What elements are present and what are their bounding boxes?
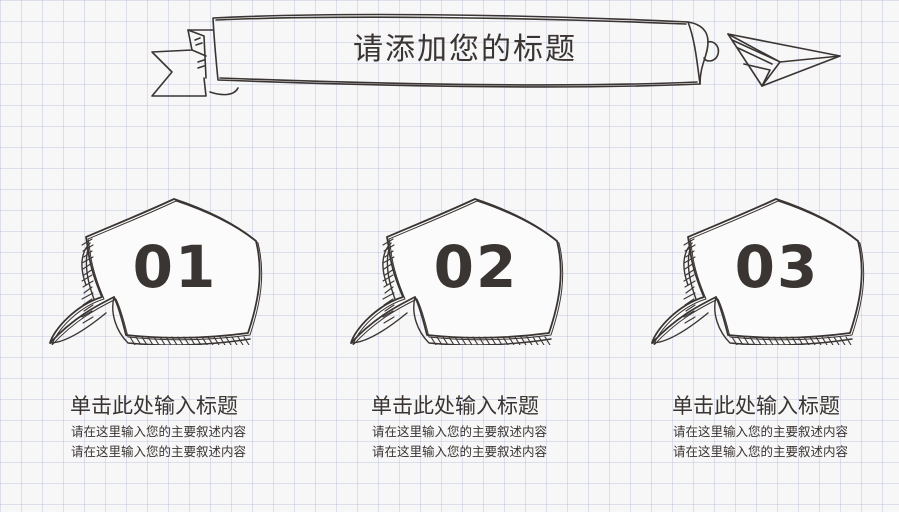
page-title: 请添加您的标题 (353, 32, 577, 67)
card-description-line: 请在这里输入您的主要叙述内容 (372, 424, 548, 439)
card-description-line: 请在这里输入您的主要叙述内容 (673, 444, 849, 459)
speech-bubble-icon (651, 198, 865, 345)
speech-bubble-icon (49, 198, 263, 345)
card-02: 02 单击此处输入标题 请在这里输入您的主要叙述内容 请在这里输入您的主要叙述内… (341, 185, 601, 465)
speech-bubble-icon (350, 198, 564, 345)
card-description-line: 请在这里输入您的主要叙述内容 (71, 424, 247, 439)
title-banner: 请添加您的标题 (0, 0, 899, 110)
card-description-line: 请在这里输入您的主要叙述内容 (673, 424, 849, 439)
card-description-line: 请在这里输入您的主要叙述内容 (372, 444, 548, 459)
card-description-line: 请在这里输入您的主要叙述内容 (71, 444, 247, 459)
card-number: 03 (734, 233, 820, 301)
card-title[interactable]: 单击此处输入标题 (371, 394, 539, 418)
card-number: 02 (433, 233, 519, 301)
card-title[interactable]: 单击此处输入标题 (672, 394, 840, 418)
card-title[interactable]: 单击此处输入标题 (70, 394, 238, 418)
ribbon-illustration (151, 13, 841, 97)
card-number: 01 (132, 233, 218, 301)
card-01: 01 单击此处输入标题 请在这里输入您的主要叙述内容 请在这里输入您的主要叙述内… (40, 185, 300, 465)
card-03: 03 单击此处输入标题 请在这里输入您的主要叙述内容 请在这里输入您的主要叙述内… (642, 185, 899, 465)
